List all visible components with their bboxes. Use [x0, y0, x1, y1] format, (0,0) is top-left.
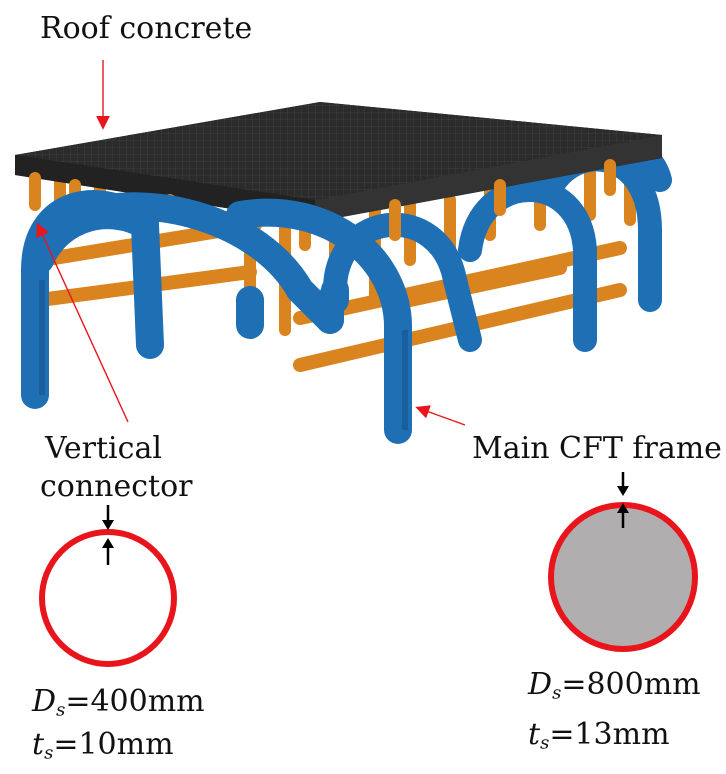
cft-arches-front — [21, 190, 413, 444]
main-cft-frame-label: Main CFT frame — [472, 431, 722, 466]
connector-t-symbol: ts — [32, 727, 54, 764]
cft-t-symbol: ts — [528, 717, 550, 754]
vertical-connector-label-line1: Vertical — [45, 431, 162, 466]
cft-t-value: =13mm — [549, 717, 670, 752]
connector-t-value: =10mm — [53, 727, 174, 762]
vertical-connector-section — [39, 505, 177, 667]
cft-diameter-text: Ds=800mm — [528, 668, 701, 703]
frame-pointer-arrow — [415, 405, 466, 426]
connector-pointer-arrow — [36, 222, 129, 423]
pointer-arrows — [36, 60, 466, 426]
roof-concrete-label: Roof concrete — [40, 11, 253, 46]
vertical-connector-label-line2: connector — [40, 469, 193, 504]
connector-diameter-text: Ds=400mm — [32, 685, 205, 720]
connector-thickness-text: ts=10mm — [32, 728, 174, 763]
main-cft-section — [548, 472, 698, 652]
cft-thickness-text: ts=13mm — [528, 718, 670, 753]
connector-d-value: =400mm — [65, 684, 205, 719]
roof-concrete-slab — [15, 102, 662, 222]
cft-d-symbol: Ds — [528, 667, 562, 704]
cft-d-value: =800mm — [561, 667, 701, 702]
connector-d-symbol: Ds — [32, 684, 66, 721]
cft-frame-shading — [39, 280, 408, 430]
